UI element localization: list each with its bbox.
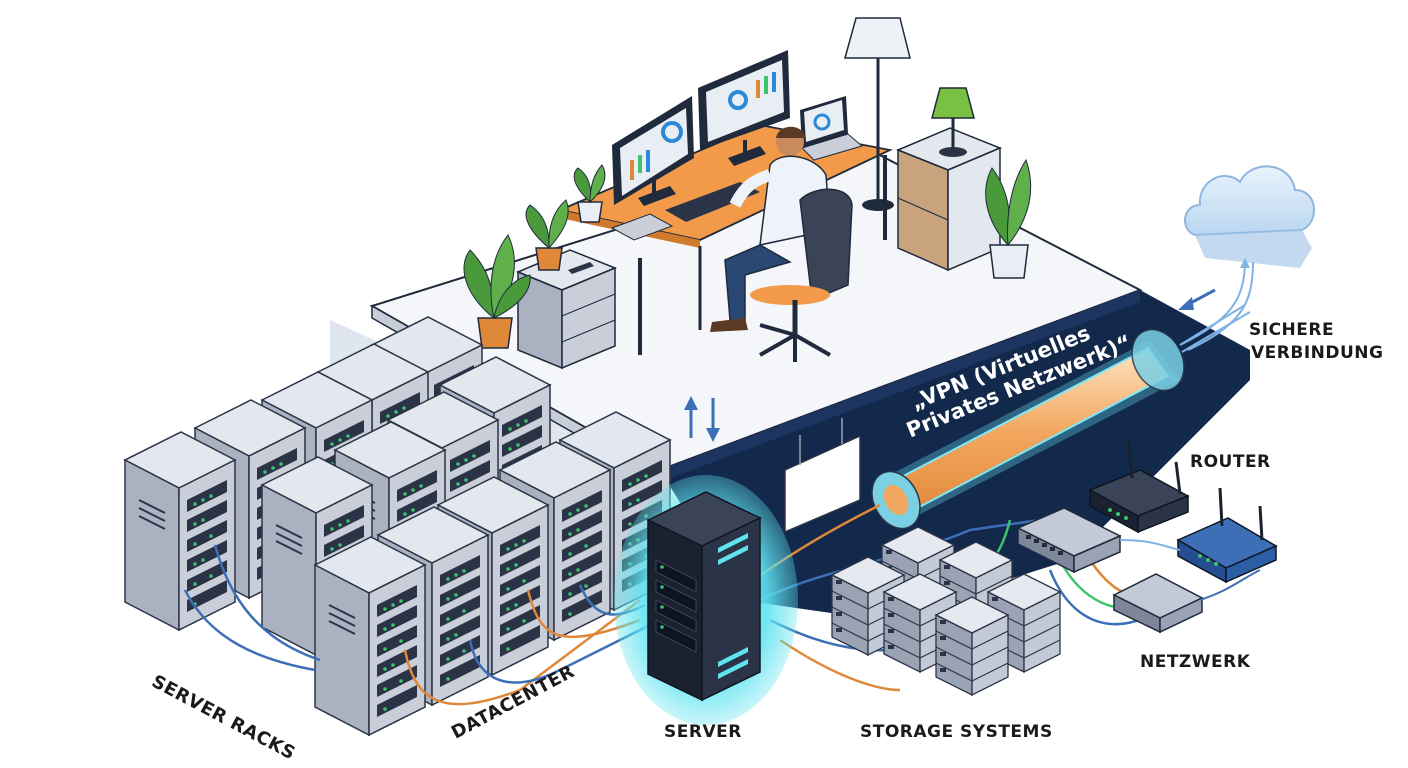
plant-icon [573, 164, 606, 223]
cloud-icon [1184, 165, 1316, 268]
switch-icon [1112, 573, 1204, 634]
laptop-icon [800, 96, 864, 161]
switch-icon [1016, 507, 1122, 574]
wall-panel [784, 418, 861, 534]
arrow-left-icon [1178, 288, 1216, 310]
label-server: SERVER [664, 722, 742, 742]
router-icon [1088, 437, 1190, 534]
label-sichere: SICHERE [1249, 320, 1335, 340]
arrow-up-icon [684, 396, 698, 438]
vpn-tunnel-icon [871, 304, 1251, 530]
label-netzwerk: NETZWERK [1140, 652, 1251, 672]
lamp-icon [931, 87, 975, 157]
storage-icon [935, 596, 1009, 696]
plant-icon [463, 234, 531, 349]
label-storage-systems: STORAGE SYSTEMS [860, 722, 1053, 742]
server-rack-icon [124, 431, 236, 631]
chair-icon [750, 188, 853, 362]
plant-icon [525, 199, 569, 271]
arrow-up-icon [1240, 258, 1250, 268]
label-router: ROUTER [1190, 452, 1271, 472]
server-icon [614, 475, 798, 725]
router-icon [1176, 487, 1278, 584]
cabinet-icon [516, 249, 617, 370]
tablet-icon [610, 213, 674, 241]
monitor-icon [612, 96, 694, 206]
lamp-icon [844, 17, 911, 211]
server-rack-icon [314, 536, 426, 736]
arrow-down-icon [706, 398, 720, 442]
monitor-icon [698, 50, 790, 166]
plant-icon [985, 158, 1032, 279]
label-verbindung: VERBINDUNG [1251, 343, 1384, 363]
